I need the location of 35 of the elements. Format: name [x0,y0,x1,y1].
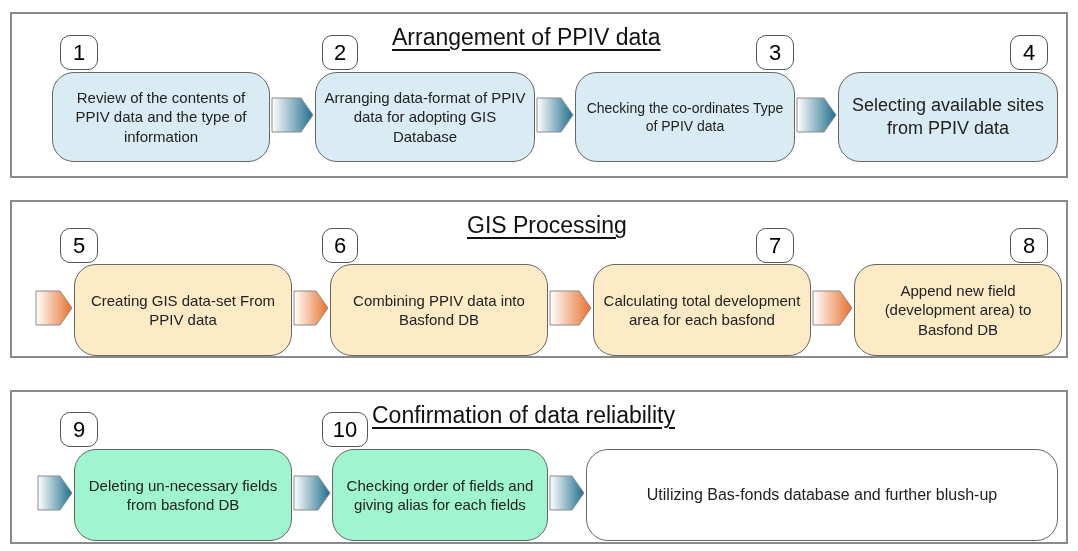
process-box: Utilizing Bas-fonds database and further blush-up [586,449,1058,541]
step-number: 9 [60,412,98,447]
process-box: Combining PPIV data into Basfond DB [330,264,548,356]
section-panel [10,200,1068,358]
step-number: 2 [322,35,358,70]
process-box: Selecting available sites from PPIV data [838,72,1058,162]
section-title: GIS Processing [467,211,627,240]
step-number: 10 [322,412,368,447]
process-box: Deleting un-necessary fields from basfond DB [74,449,292,541]
step-number: 4 [1010,35,1048,70]
chevron-arrow [796,97,837,133]
chevron-arrow [549,475,585,511]
step-number: 5 [60,228,98,263]
chevron-arrow [293,475,331,511]
process-box: Append new field (development area) to Basfond DB [854,264,1062,356]
section-title: Confirmation of data reliability [372,401,675,430]
step-number: 1 [60,35,98,70]
chevron-arrow [536,97,574,133]
section-panel [10,390,1068,544]
step-number: 3 [756,35,794,70]
process-box: Creating GIS data-set From PPIV data [74,264,292,356]
process-box: Checking order of fields and giving alias for each fields [332,449,548,541]
chevron-arrow [35,290,73,326]
step-number: 7 [756,228,794,263]
process-box: Calculating total development area for each basfond [593,264,811,356]
process-box: Checking the co-ordinates Type of PPIV data [575,72,795,162]
step-number: 8 [1010,228,1048,263]
step-number: 6 [322,228,358,263]
chevron-arrow [37,475,73,511]
section-title: Arrangement of PPIV data [392,23,661,52]
chevron-arrow [293,290,329,326]
process-box: Review of the contents of PPIV data and the type of information [52,72,270,162]
process-box: Arranging data-format of PPIV data for adopting GIS Database [315,72,535,162]
chevron-arrow [812,290,853,326]
section-panel [10,12,1068,178]
